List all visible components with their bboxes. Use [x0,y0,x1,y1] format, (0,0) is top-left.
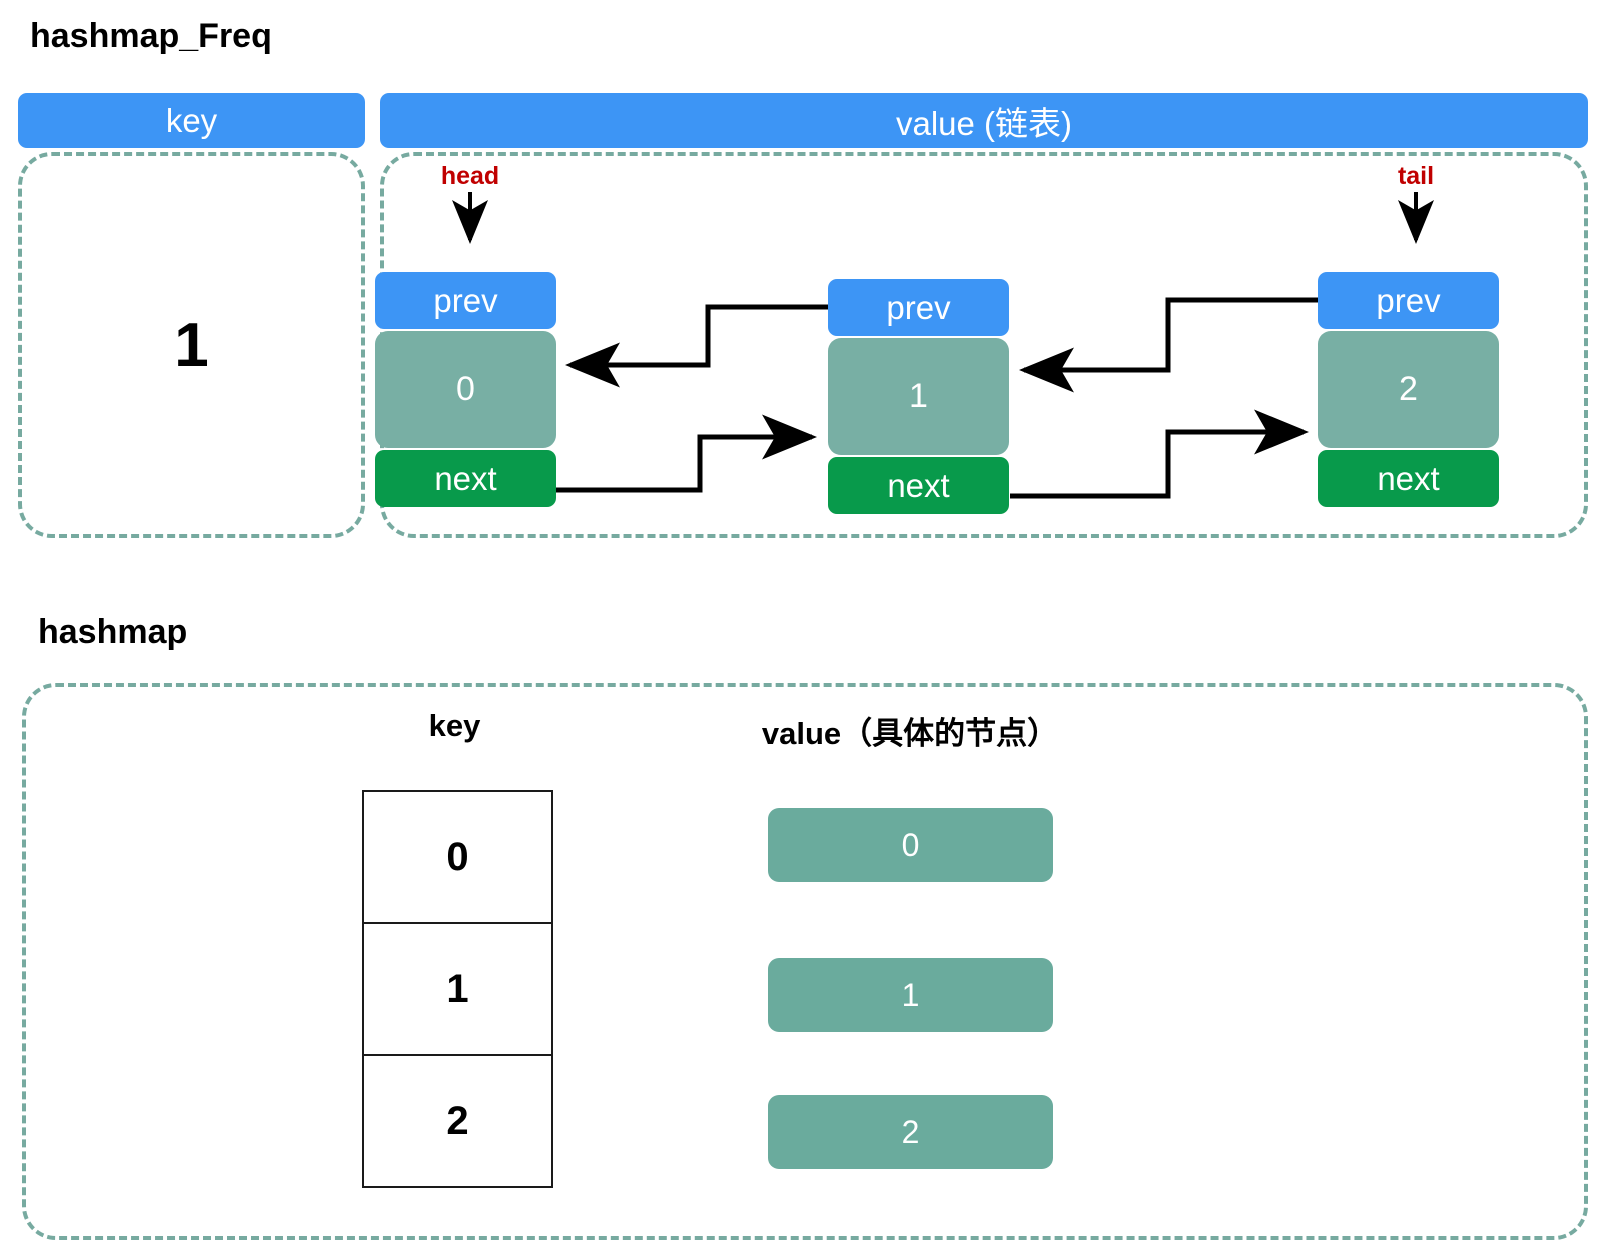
hashmap-freq-title: hashmap_Freq [30,17,272,55]
freq-value-header: value (链表) [380,93,1588,148]
head-pointer-label: head [440,162,500,190]
hashmap-title: hashmap [38,613,188,651]
key-cell: 2 [362,1054,553,1188]
table-row[interactable]: 1 [362,922,553,1056]
node-value-field: 0 [375,331,556,448]
freq-key-header: key [18,93,365,148]
hashmap-key-column-header: key [428,708,481,743]
list-node[interactable]: prev 0 next [375,272,556,507]
node-value-field: 1 [828,338,1009,455]
list-node[interactable]: prev 1 next [828,279,1009,514]
key-cell: 1 [362,922,553,1056]
node-next-field[interactable]: next [375,450,556,507]
table-row[interactable]: 0 [362,790,553,924]
hashmap-key-table: 0 1 2 [362,790,553,1188]
node-next-field[interactable]: next [1318,450,1499,507]
table-row[interactable]: 2 [362,1054,553,1188]
tail-pointer-label: tail [1397,162,1435,190]
hashmap-value-column-header: value（具体的节点） [761,716,1059,751]
node-prev-field[interactable]: prev [375,272,556,329]
value-node-pill[interactable]: 2 [768,1095,1053,1169]
key-cell: 0 [362,790,553,924]
value-node-pill[interactable]: 0 [768,808,1053,882]
hashmap-container [22,683,1588,1240]
node-prev-field[interactable]: prev [828,279,1009,336]
value-node-pill[interactable]: 1 [768,958,1053,1032]
freq-key-value: 1 [174,310,209,380]
list-node[interactable]: prev 2 next [1318,272,1499,507]
node-prev-field[interactable]: prev [1318,272,1499,329]
freq-key-container [18,152,365,538]
node-value-field: 2 [1318,331,1499,448]
node-next-field[interactable]: next [828,457,1009,514]
